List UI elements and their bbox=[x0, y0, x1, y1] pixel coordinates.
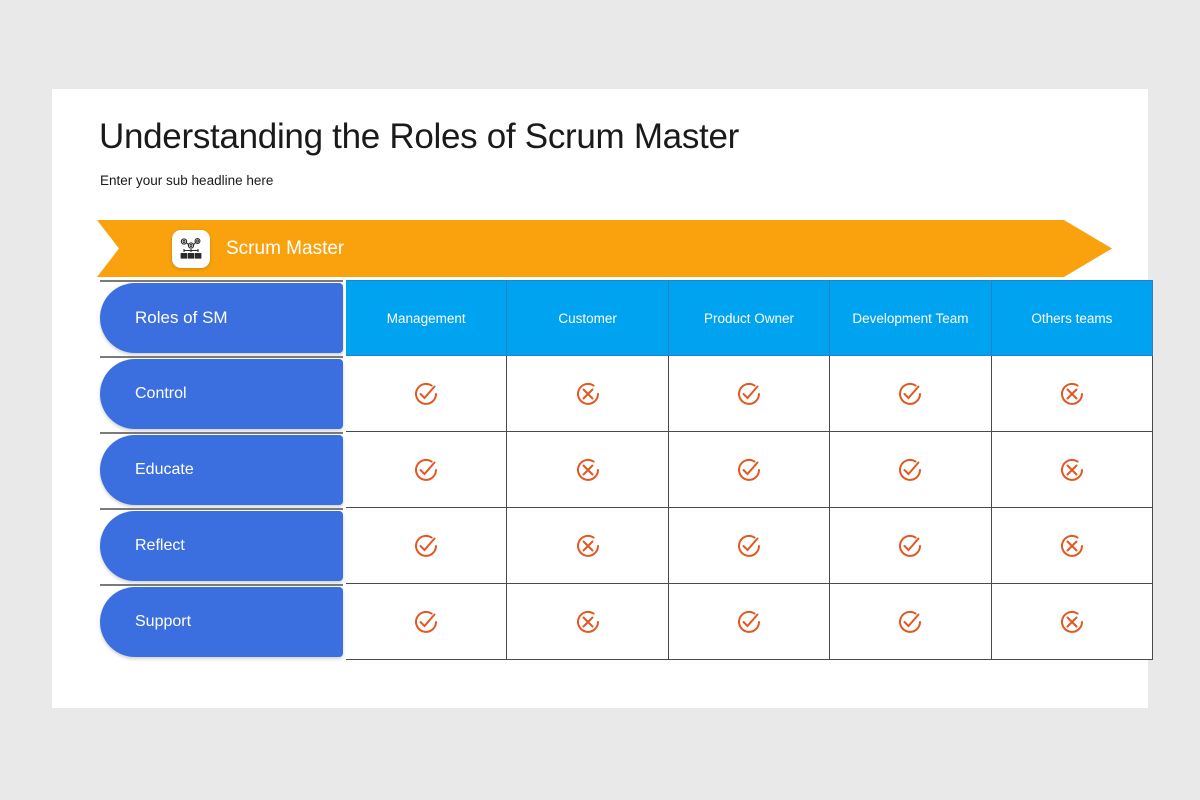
roles-matrix: Roles of SM Management Customer Product … bbox=[97, 280, 1154, 660]
matrix-header-row: Roles of SM Management Customer Product … bbox=[97, 280, 1154, 356]
cell-support-management[interactable] bbox=[346, 584, 508, 660]
cell-control-others-teams[interactable] bbox=[991, 356, 1154, 432]
cross-circle-icon bbox=[1057, 607, 1087, 637]
column-header-management[interactable]: Management bbox=[346, 280, 508, 356]
cross-circle-icon bbox=[1057, 379, 1087, 409]
cell-support-customer[interactable] bbox=[507, 584, 669, 660]
cell-educate-product-owner[interactable] bbox=[668, 432, 831, 508]
pill-reflect[interactable]: Reflect bbox=[100, 511, 343, 581]
pill-label: Support bbox=[135, 613, 192, 630]
team-network-icon bbox=[172, 230, 210, 268]
row-label-cell: Educate bbox=[97, 432, 346, 508]
cross-circle-icon bbox=[573, 379, 603, 409]
matrix-row: Educate bbox=[97, 432, 1154, 508]
check-circle-icon bbox=[895, 531, 925, 561]
banner-title: Scrum Master bbox=[226, 237, 345, 259]
check-circle-icon bbox=[734, 531, 764, 561]
cell-reflect-development-team[interactable] bbox=[830, 508, 992, 584]
pill-divider bbox=[100, 432, 343, 434]
check-circle-icon bbox=[895, 455, 925, 485]
pill-control[interactable]: Control bbox=[100, 359, 343, 429]
cell-control-product-owner[interactable] bbox=[668, 356, 831, 432]
column-header-development-team[interactable]: Development Team bbox=[830, 280, 992, 356]
column-header-customer[interactable]: Customer bbox=[507, 280, 669, 356]
cell-educate-customer[interactable] bbox=[507, 432, 669, 508]
page-subtitle: Enter your sub headline here bbox=[100, 173, 274, 188]
cross-circle-icon bbox=[1057, 455, 1087, 485]
check-circle-icon bbox=[734, 607, 764, 637]
cell-educate-development-team[interactable] bbox=[830, 432, 992, 508]
check-circle-icon bbox=[411, 607, 441, 637]
pill-label: Reflect bbox=[135, 537, 185, 554]
pill-label: Roles of SM bbox=[135, 308, 228, 327]
cell-reflect-others-teams[interactable] bbox=[991, 508, 1154, 584]
pill-divider bbox=[100, 508, 343, 510]
row-label-cell: Support bbox=[97, 584, 346, 660]
matrix-row: Reflect bbox=[97, 508, 1154, 584]
page-title: Understanding the Roles of Scrum Master bbox=[99, 117, 739, 156]
slide-card: Understanding the Roles of Scrum Master … bbox=[52, 89, 1154, 708]
pill-divider bbox=[100, 356, 343, 358]
cross-circle-icon bbox=[573, 607, 603, 637]
cross-circle-icon bbox=[573, 531, 603, 561]
check-circle-icon bbox=[411, 531, 441, 561]
cell-support-others-teams[interactable] bbox=[991, 584, 1154, 660]
check-circle-icon bbox=[734, 455, 764, 485]
pill-label: Control bbox=[135, 385, 187, 402]
check-circle-icon bbox=[734, 379, 764, 409]
cell-educate-others-teams[interactable] bbox=[991, 432, 1154, 508]
cell-control-customer[interactable] bbox=[507, 356, 669, 432]
matrix-corner-cell: Roles of SM bbox=[97, 280, 346, 356]
check-circle-icon bbox=[411, 379, 441, 409]
column-header-product-owner[interactable]: Product Owner bbox=[668, 280, 831, 356]
cell-control-development-team[interactable] bbox=[830, 356, 992, 432]
check-circle-icon bbox=[411, 455, 441, 485]
cell-support-product-owner[interactable] bbox=[668, 584, 831, 660]
pill-support[interactable]: Support bbox=[100, 587, 343, 657]
cell-support-development-team[interactable] bbox=[830, 584, 992, 660]
cell-educate-management[interactable] bbox=[346, 432, 508, 508]
check-circle-icon bbox=[895, 379, 925, 409]
matrix-row: Support bbox=[97, 584, 1154, 660]
cross-circle-icon bbox=[1057, 531, 1087, 561]
pill-roles-of-sm[interactable]: Roles of SM bbox=[100, 283, 343, 353]
cell-reflect-customer[interactable] bbox=[507, 508, 669, 584]
column-header-others-teams[interactable]: Others teams bbox=[991, 280, 1154, 356]
scrum-master-banner: Scrum Master bbox=[97, 220, 1112, 277]
matrix-row: Control bbox=[97, 356, 1154, 432]
pill-divider bbox=[100, 584, 343, 586]
pill-educate[interactable]: Educate bbox=[100, 435, 343, 505]
cross-circle-icon bbox=[573, 455, 603, 485]
cell-reflect-product-owner[interactable] bbox=[668, 508, 831, 584]
cell-reflect-management[interactable] bbox=[346, 508, 508, 584]
pill-label: Educate bbox=[135, 461, 194, 478]
row-label-cell: Reflect bbox=[97, 508, 346, 584]
pill-divider bbox=[100, 280, 343, 282]
row-label-cell: Control bbox=[97, 356, 346, 432]
cell-control-management[interactable] bbox=[346, 356, 508, 432]
check-circle-icon bbox=[895, 607, 925, 637]
